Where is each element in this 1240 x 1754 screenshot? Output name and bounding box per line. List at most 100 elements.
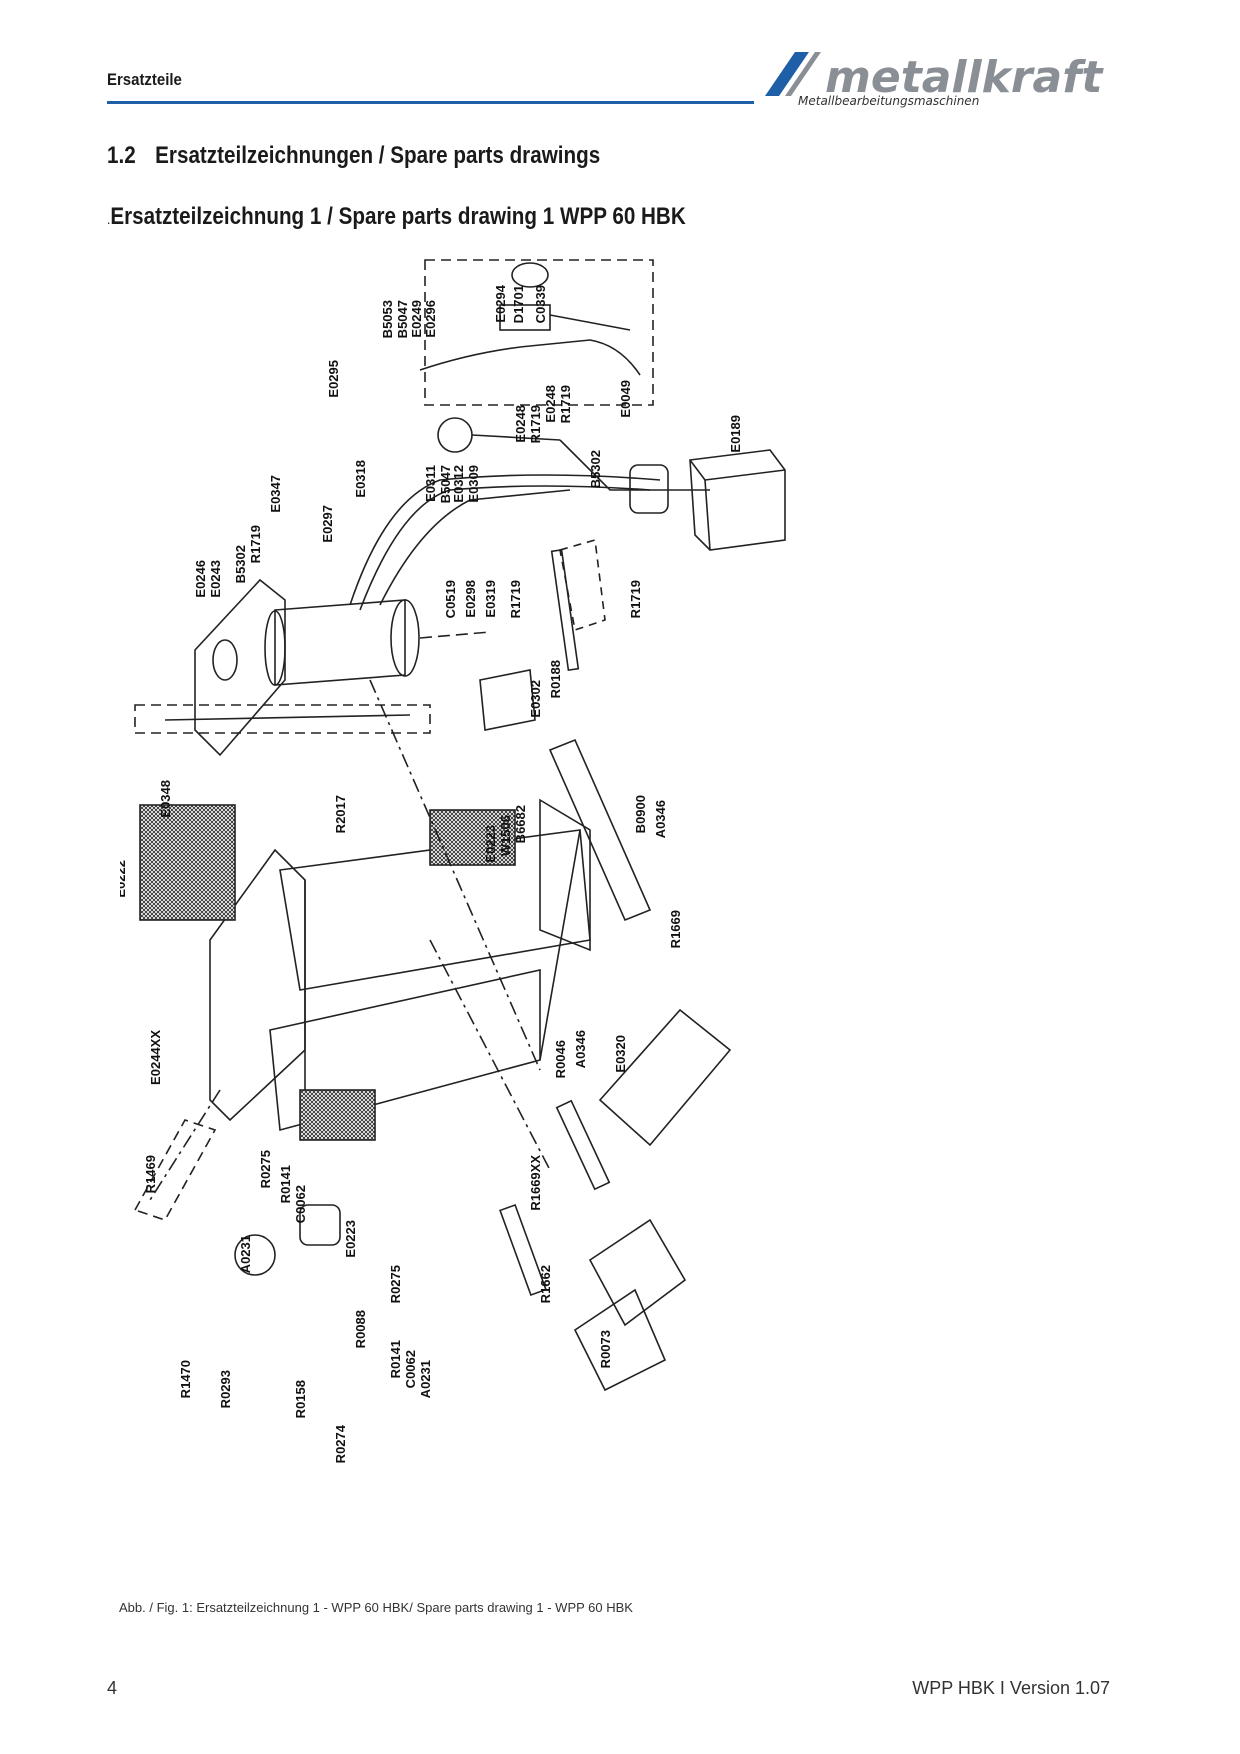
guard-mesh-upper [429, 809, 516, 866]
part-label-e0295: E0295 [326, 360, 341, 398]
part-label-e0311: E0311 [423, 465, 438, 502]
part-label-c0062: C0062 [293, 1185, 308, 1223]
part-label-c0519: C0519 [443, 580, 458, 618]
pulley-assembly [299, 1204, 341, 1246]
part-label-e0318: E0318 [353, 460, 368, 498]
part-label-e0320: E0320 [613, 1035, 628, 1073]
part-label-e0309: E0309 [466, 465, 481, 503]
part-label-a0231: A0231 [418, 1360, 433, 1398]
part-label-e0249: E0249 [409, 300, 424, 338]
part-label-e0244xx: E0244XX [148, 1030, 163, 1085]
part-label-r1669xx: R1669XX [528, 1155, 543, 1211]
part-label-r0275: R0275 [388, 1265, 403, 1303]
page-number: 4 [107, 1678, 118, 1698]
part-label-e0319: E0319 [483, 580, 498, 618]
valve-flange [511, 262, 549, 288]
part-label-e0243: E0243 [208, 560, 223, 598]
part-label-e0223: E0223 [483, 825, 498, 863]
part-label-e0246: E0246 [193, 560, 208, 598]
valve-pipe [419, 339, 641, 376]
bracket-upper [588, 1218, 687, 1327]
rail [548, 738, 652, 922]
pressure-gauge [437, 417, 473, 453]
part-label-r1719: R1719 [558, 385, 573, 423]
part-label-e0049: E0049 [618, 380, 633, 418]
part-label-e0347: E0347 [268, 475, 283, 513]
part-label-e0223: E0223 [343, 1220, 358, 1258]
section-number: 1.2 [107, 142, 136, 169]
part-label-r1470: R1470 [178, 1360, 193, 1398]
rod [550, 548, 580, 672]
part-label-b5302: B5302 [588, 450, 603, 488]
part-label-b5053: B5053 [380, 300, 395, 338]
part-label-e0189: E0189 [728, 415, 743, 453]
part-label-r0274: R0274 [333, 1424, 348, 1463]
metallkraft-logo: metallkraft [765, 52, 1104, 103]
part-label-r0088: R0088 [353, 1310, 368, 1348]
belt [234, 1234, 276, 1276]
brand-tagline: Metallbearbeitungsmaschinen [798, 94, 980, 108]
part-label-e0222: E0222 [120, 860, 128, 898]
part-label-b5302: B5302 [233, 545, 248, 583]
part-label-r0293: R0293 [218, 1370, 233, 1408]
part-label-e0296: E0296 [423, 300, 438, 338]
part-label-b0900: B0900 [633, 795, 648, 833]
part-label-r1719: R1719 [628, 580, 643, 618]
part-label-c0062: C0062 [403, 1350, 418, 1388]
part-label-b5047: B5047 [395, 300, 410, 338]
drawing-title-text: Ersatzteilzeichnung 1 / Spare parts draw… [110, 203, 686, 230]
part-label-e0294: E0294 [493, 284, 508, 322]
right-upright [539, 798, 591, 952]
figure-caption: Abb. / Fig. 1: Ersatzteilzeichnung 1 - W… [119, 1600, 633, 1615]
guard-mesh-left [139, 804, 236, 921]
part-label-e0348: E0348 [158, 780, 173, 818]
oil-tank [689, 449, 786, 551]
brand-wordmark: metallkraft [825, 52, 1104, 103]
part-label-r0188: R0188 [548, 660, 563, 698]
mounting-plate [194, 578, 286, 757]
rod-r1662 [555, 1099, 611, 1191]
part-label-e0297: E0297 [320, 505, 335, 543]
part-label-w1506: W1506 [498, 815, 513, 856]
part-label-d1701: D1701 [511, 285, 526, 323]
part-label-e0302: E0302 [528, 680, 543, 718]
shaft-box [133, 1119, 217, 1221]
part-label-r1719: R1719 [508, 580, 523, 618]
part-label-r0141: R0141 [388, 1340, 403, 1378]
part-label-a0346: A0346 [653, 800, 668, 838]
valve-lever [549, 314, 631, 331]
cylinder-body [274, 599, 406, 686]
piston-rod-box [134, 704, 431, 734]
tray [598, 1008, 732, 1147]
part-label-r1669: R1669 [668, 910, 683, 948]
document-version: WPP HBK I Version 1.07 [912, 1678, 1110, 1698]
drawing-title: .Ersatzteilzeichnung 1 / Spare parts dra… [107, 203, 686, 231]
section-title: Ersatzteilzeichnungen / Spare parts draw… [155, 142, 601, 169]
part-label-r0275: R0275 [258, 1150, 273, 1188]
part-label-e0248: E0248 [513, 405, 528, 443]
drawing-title-prefix: . [107, 211, 111, 227]
part-label-e0298: E0298 [463, 580, 478, 618]
rod-lower [499, 1203, 547, 1297]
control-box [479, 669, 536, 731]
header-divider [107, 101, 754, 104]
part-label-a0231: A0231 [238, 1235, 253, 1273]
part-label-r0158: R0158 [293, 1380, 308, 1418]
guard-mesh-lower [299, 1089, 376, 1141]
valve-group-box [424, 259, 654, 406]
bracket-lower [573, 1288, 667, 1392]
part-label-c0339: C0339 [533, 285, 548, 323]
part-label-a0346: A0346 [573, 1030, 588, 1068]
part-label-r0141: R0141 [278, 1165, 293, 1203]
part-label-b6682: B6682 [513, 805, 528, 843]
part-label-e0248: E0248 [543, 385, 558, 423]
part-label-r1469: R1469 [143, 1155, 158, 1193]
part-label-e0312: E0312 [451, 465, 466, 503]
valve-block [499, 304, 551, 331]
part-label-r1719: R1719 [528, 405, 543, 443]
part-label-r0073: R0073 [598, 1330, 613, 1368]
part-label-r0046: R0046 [553, 1040, 568, 1078]
